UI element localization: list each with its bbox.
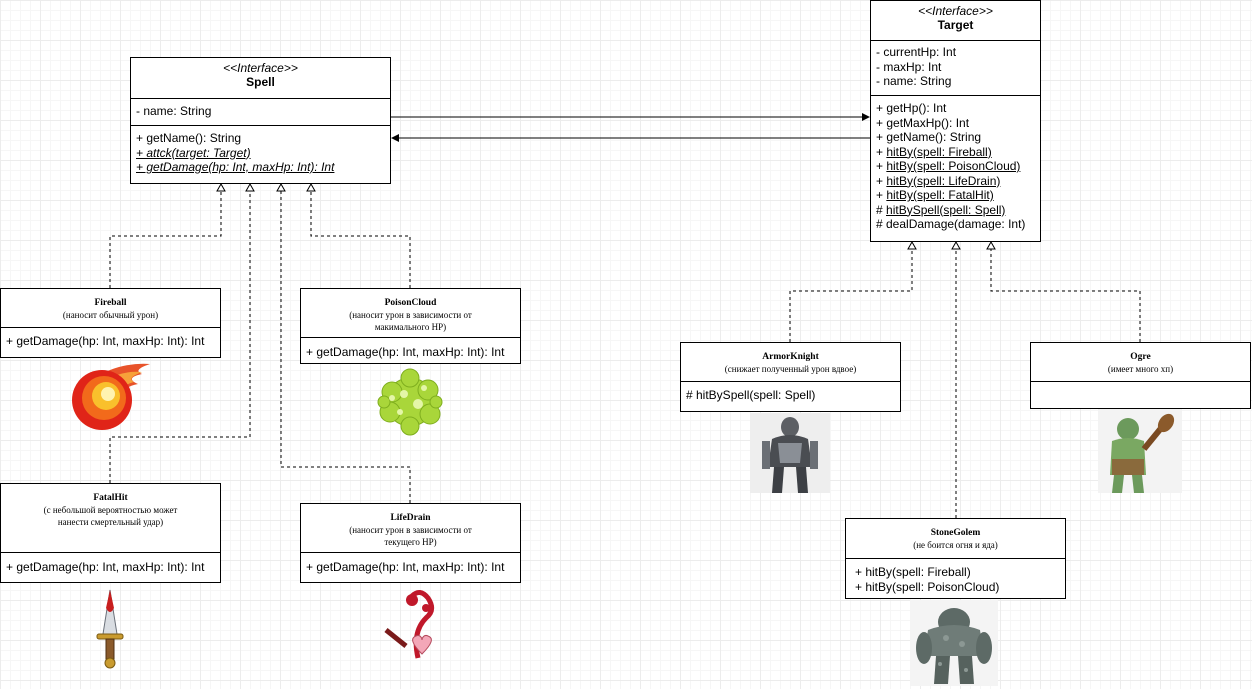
- stonegolem-name: StoneGolem: [930, 528, 981, 538]
- fatalhit-class[interactable]: FatalHit (с небольшой вероятностью может…: [0, 483, 221, 583]
- target-method-hitby-poisoncloud: + hitBy(spell: PoisonCloud): [876, 159, 1021, 173]
- spell-method-getname: + getName(): String: [136, 131, 242, 145]
- target-method-dealdamage: # dealDamage(damage: Int): [876, 217, 1026, 231]
- target-method-getmaxhp: + getMaxHp(): Int: [876, 115, 970, 130]
- fireball-name: Fireball: [94, 298, 127, 308]
- armorknight-name: ArmorKnight: [762, 352, 819, 362]
- poisoncloud-method: + getDamage(hp: Int, maxHp: Int): Int: [306, 345, 505, 359]
- spell-method-getdamage: + getDamage(hp: Int, maxHp: Int): Int: [136, 160, 335, 174]
- target-method-hitby-fatalhit: + hitBy(spell: FatalHit): [876, 188, 994, 202]
- stonegolem-method-poisoncloud: + hitBy(spell: PoisonCloud): [855, 579, 1000, 594]
- target-methods: + getHp(): Int + getMaxHp(): Int + getNa…: [871, 96, 1040, 236]
- spell-header: <<Interface>> Spell: [131, 58, 390, 99]
- target-attr-currenthp: - currentHp: Int: [876, 45, 957, 59]
- life-drain-icon: [384, 590, 434, 659]
- fireball-header: Fireball (наносит обычный урон): [1, 289, 220, 328]
- poisoncloud-desc: (наносит урон в зависимости от макимальн…: [349, 310, 472, 332]
- poison-cloud-icon: [377, 368, 443, 436]
- dagger-icon: [96, 589, 124, 669]
- stonegolem-desc: (не боится огня и яда): [913, 540, 998, 550]
- realization-poisoncloud: [306, 182, 411, 288]
- lifedrain-method: + getDamage(hp: Int, maxHp: Int): Int: [306, 560, 505, 574]
- ogre-desc: (имеет много хп): [1107, 364, 1174, 374]
- armorknight-desc: (снижает полученный урон вдвое): [724, 364, 857, 374]
- fatalhit-desc: (с небольшой вероятностью может нанести …: [43, 505, 178, 527]
- fireball-method: + getDamage(hp: Int, maxHp: Int): Int: [6, 334, 205, 348]
- target-method-hitby-lifedrain: + hitBy(spell: LifeDrain): [876, 173, 1001, 188]
- fireball-icon: [72, 363, 150, 430]
- realization-armorknight: [789, 240, 917, 342]
- realization-lifedrain: [276, 182, 411, 503]
- spell-stereotype: <<Interface>>: [223, 61, 298, 75]
- target-method-getname: + getName(): String: [876, 130, 982, 144]
- target-name: Target: [937, 18, 974, 32]
- ogre-header: Ogre (имеет много хп): [1031, 343, 1250, 382]
- stonegolem-header: StoneGolem (не боится огня и яда): [846, 519, 1065, 559]
- target-method-hitby-fireball: + hitBy(spell: Fireball): [876, 144, 992, 159]
- target-header: <<Interface>> Target: [871, 1, 1040, 41]
- target-stereotype: <<Interface>>: [918, 4, 993, 18]
- lifedrain-name: LifeDrain: [390, 513, 431, 523]
- target-attr-maxhp: - maxHp: Int: [876, 59, 942, 74]
- fatalhit-name: FatalHit: [93, 493, 128, 503]
- fireball-class[interactable]: Fireball (наносит обычный урон) + getDam…: [0, 288, 221, 358]
- realization-fireball: [109, 182, 226, 288]
- poisoncloud-name: PoisonCloud: [384, 298, 437, 308]
- armorknight-method: # hitBySpell(spell: Spell): [686, 388, 816, 402]
- spell-methods: + getName(): String + attck(target: Targ…: [131, 126, 390, 179]
- target-attr-name: - name: String: [876, 74, 952, 88]
- fatalhit-header: FatalHit (с небольшой вероятностью может…: [1, 484, 220, 553]
- knight-icon: [750, 413, 830, 493]
- target-method-hitbyspell: # hitBySpell(spell: Spell): [876, 202, 1006, 217]
- lifedrain-class[interactable]: LifeDrain (наносит урон в зависимости от…: [300, 503, 521, 583]
- target-attributes: - currentHp: Int - maxHp: Int - name: St…: [871, 41, 1040, 96]
- realization-fatalhit: [109, 182, 255, 483]
- ogre-name: Ogre: [1130, 352, 1151, 362]
- ogre-class[interactable]: Ogre (имеет много хп): [1030, 342, 1251, 409]
- lifedrain-header: LifeDrain (наносит урон в зависимости от…: [301, 504, 520, 553]
- ogre-methods-empty: [1031, 382, 1250, 390]
- target-method-gethp: + getHp(): Int: [876, 101, 947, 115]
- stonegolem-methods: + hitBy(spell: Fireball) + hitBy(spell: …: [846, 559, 1065, 598]
- stonegolem-class[interactable]: StoneGolem (не боится огня и яда) + hitB…: [845, 518, 1066, 599]
- armorknight-header: ArmorKnight (снижает полученный урон вдв…: [681, 343, 900, 382]
- armorknight-class[interactable]: ArmorKnight (снижает полученный урон вдв…: [680, 342, 901, 412]
- ogre-icon: [1098, 409, 1182, 493]
- stonegolem-method-fireball: + hitBy(spell: Fireball): [855, 565, 971, 579]
- spell-attributes: - name: String: [131, 99, 390, 126]
- poisoncloud-header: PoisonCloud (наносит урон в зависимости …: [301, 289, 520, 338]
- fatalhit-method: + getDamage(hp: Int, maxHp: Int): Int: [6, 560, 205, 574]
- spell-interface[interactable]: <<Interface>> Spell - name: String + get…: [130, 57, 391, 184]
- spell-attr-name: - name: String: [136, 104, 212, 118]
- spell-name: Spell: [246, 75, 275, 89]
- fireball-desc: (наносит обычный урон): [62, 310, 159, 320]
- target-interface[interactable]: <<Interface>> Target - currentHp: Int - …: [870, 0, 1041, 242]
- realization-ogre: [986, 240, 1141, 342]
- spell-method-attack: + attck(target: Target): [136, 145, 251, 160]
- poisoncloud-class[interactable]: PoisonCloud (наносит урон в зависимости …: [300, 288, 521, 364]
- golem-icon: [910, 600, 998, 686]
- lifedrain-desc: (наносит урон в зависимости от текущего …: [349, 525, 472, 547]
